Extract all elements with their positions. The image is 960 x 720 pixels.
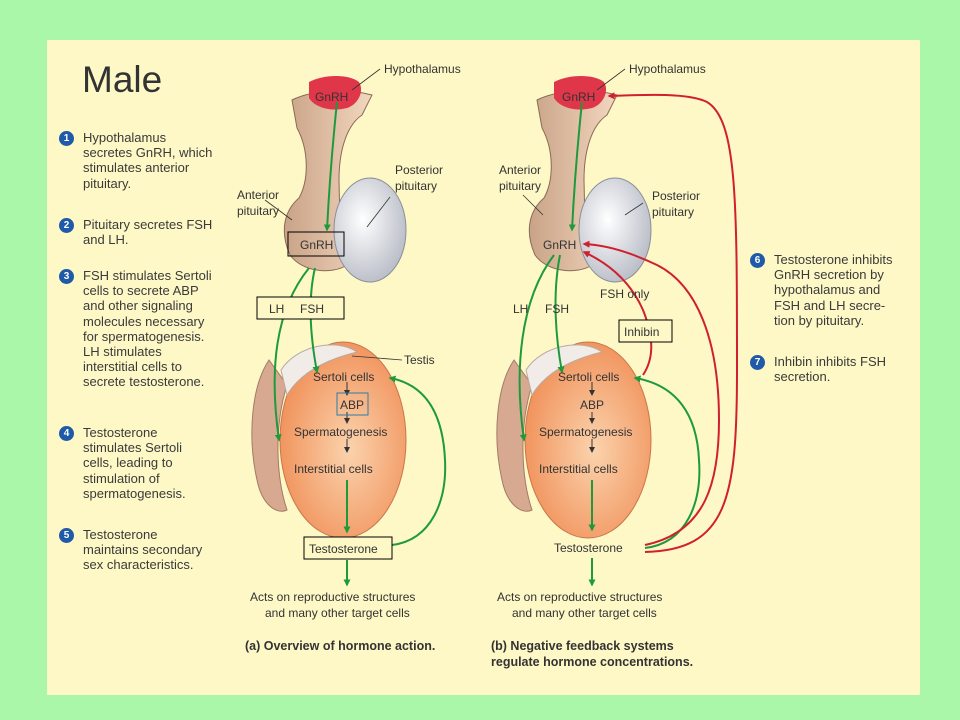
- lh-fsh-box-a: [256, 296, 345, 320]
- acts-line2-b: and many other target cells: [512, 606, 657, 620]
- step-3-text: FSH stimulates Sertoli cells to secrete …: [83, 268, 212, 390]
- hypothalamus-gnrh-blob-b: [554, 75, 607, 110]
- step-1-text: Hypothalamus secretes GnRH, which stimul…: [83, 130, 213, 191]
- inhibin-box-b: [618, 319, 673, 343]
- step-2-text: Pituitary secretes FSH and LH.: [83, 217, 213, 248]
- testis-cap-a: [280, 344, 359, 397]
- gnrh-box-label-a: GnRH: [300, 238, 333, 252]
- step-1-number: 1: [59, 131, 74, 146]
- acts-line1-a: Acts on reproductive structures: [250, 590, 415, 604]
- caption-b-line1: (b) Negative feedback systems: [491, 639, 674, 653]
- anterior-leader-b: [522, 194, 544, 216]
- step-7-text: Inhibin inhibits FSH secretion.: [774, 354, 886, 385]
- gnrh-arrow-b: [568, 101, 583, 232]
- inhibin-inhibits-fsh-arrow: [582, 251, 653, 376]
- testosterone-label-a: Testosterone: [309, 542, 378, 556]
- anterior-line2-b: pituitary: [499, 179, 541, 193]
- posterior-pituitary-a: [333, 177, 407, 283]
- posterior-line2-b: pituitary: [652, 205, 694, 219]
- posterior-line1-a: Posterior: [395, 163, 443, 177]
- testis-leader-a: [351, 355, 403, 361]
- sertoli-label-a: Sertoli cells: [313, 370, 374, 384]
- testosterone-to-sertoli-arrow-a: [388, 375, 447, 546]
- posterior-line2-a: pituitary: [395, 179, 437, 193]
- fsh-label-a: FSH: [300, 302, 324, 316]
- gnrh-top-label-a: GnRH: [315, 90, 348, 104]
- interstitial-label-b: Interstitial cells: [539, 462, 618, 476]
- acts-line2-a: and many other target cells: [265, 606, 410, 620]
- lh-label-a: LH: [269, 302, 284, 316]
- step-5-text: Testosterone maintains secondary sex cha…: [83, 527, 203, 573]
- posterior-leader-a: [366, 196, 391, 228]
- caption-b-line2: regulate hormone concentrations.: [491, 655, 693, 669]
- abp-box-a: [336, 392, 369, 416]
- gnrh-arrow-a: [323, 101, 338, 232]
- fsh-only-label-b: FSH only: [600, 287, 649, 301]
- anterior-line1-a: Anterior: [237, 188, 279, 202]
- anterior-line2-a: pituitary: [237, 204, 279, 218]
- testosterone-to-sertoli-arrow-b: [633, 375, 701, 549]
- hypothalamus-gnrh-blob-a: [309, 75, 362, 110]
- posterior-leader-b: [624, 202, 644, 216]
- abp-label-b: ABP: [580, 398, 604, 412]
- hypothalamus-label-a: Hypothalamus: [384, 62, 461, 76]
- gnrh-box-a: [287, 231, 345, 257]
- step-4-text: Testosterone stimulates Sertoli cells, l…: [83, 425, 186, 501]
- testosterone-inhibits-pituitary-arrow: [582, 240, 721, 546]
- caption-a: (a) Overview of hormone action.: [245, 639, 435, 653]
- spermatogenesis-label-b: Spermatogenesis: [539, 425, 632, 439]
- step-6-text: Testosterone inhibits GnRH secretion by …: [774, 252, 893, 328]
- posterior-line1-b: Posterior: [652, 189, 700, 203]
- panel-a: Hypothalamus GnRH Posterior pituitary An…: [237, 62, 461, 653]
- step-6-number: 6: [750, 253, 765, 268]
- step-4-number: 4: [59, 426, 74, 441]
- hormone-diagram: Male: [82, 59, 739, 669]
- hypothalamus-label-b: Hypothalamus: [629, 62, 706, 76]
- lh-arrow-b: [518, 254, 555, 442]
- testosterone-inhibits-hypothalamus-arrow: [607, 92, 739, 553]
- fsh-arrow-a: [309, 267, 320, 374]
- step-3-number: 3: [59, 269, 74, 284]
- slide-title: Male: [82, 59, 162, 100]
- fsh-label-b: FSH: [545, 302, 569, 316]
- spermatogenesis-label-a: Spermatogenesis: [294, 425, 387, 439]
- sertoli-label-b: Sertoli cells: [558, 370, 619, 384]
- gnrh-mid-label-b: GnRH: [543, 238, 576, 252]
- lh-arrow-a: [273, 267, 310, 442]
- lh-label-b: LH: [513, 302, 528, 316]
- step-7-number: 7: [750, 355, 765, 370]
- step-2-number: 2: [59, 218, 74, 233]
- acts-line1-b: Acts on reproductive structures: [497, 590, 662, 604]
- anterior-line1-b: Anterior: [499, 163, 541, 177]
- fsh-arrow-b: [554, 254, 565, 374]
- testis-label-a: Testis: [404, 353, 435, 367]
- testis-cap-b: [525, 344, 604, 397]
- gnrh-top-label-b: GnRH: [562, 90, 595, 104]
- hypothalamus-leader-a: [351, 68, 381, 91]
- inhibin-label-b: Inhibin: [624, 325, 659, 339]
- posterior-pituitary-b: [578, 177, 652, 283]
- testosterone-box-a: [303, 536, 393, 560]
- interstitial-label-a: Interstitial cells: [294, 462, 373, 476]
- testosterone-label-b: Testosterone: [554, 541, 623, 555]
- hypothalamus-leader-b: [596, 68, 626, 91]
- slide-panel: Male: [47, 40, 920, 695]
- anterior-leader-a: [264, 199, 293, 221]
- step-5-number: 5: [59, 528, 74, 543]
- panel-b: Hypothalamus GnRH Anterior pituitary Pos…: [491, 62, 739, 669]
- abp-label-a: ABP: [340, 398, 364, 412]
